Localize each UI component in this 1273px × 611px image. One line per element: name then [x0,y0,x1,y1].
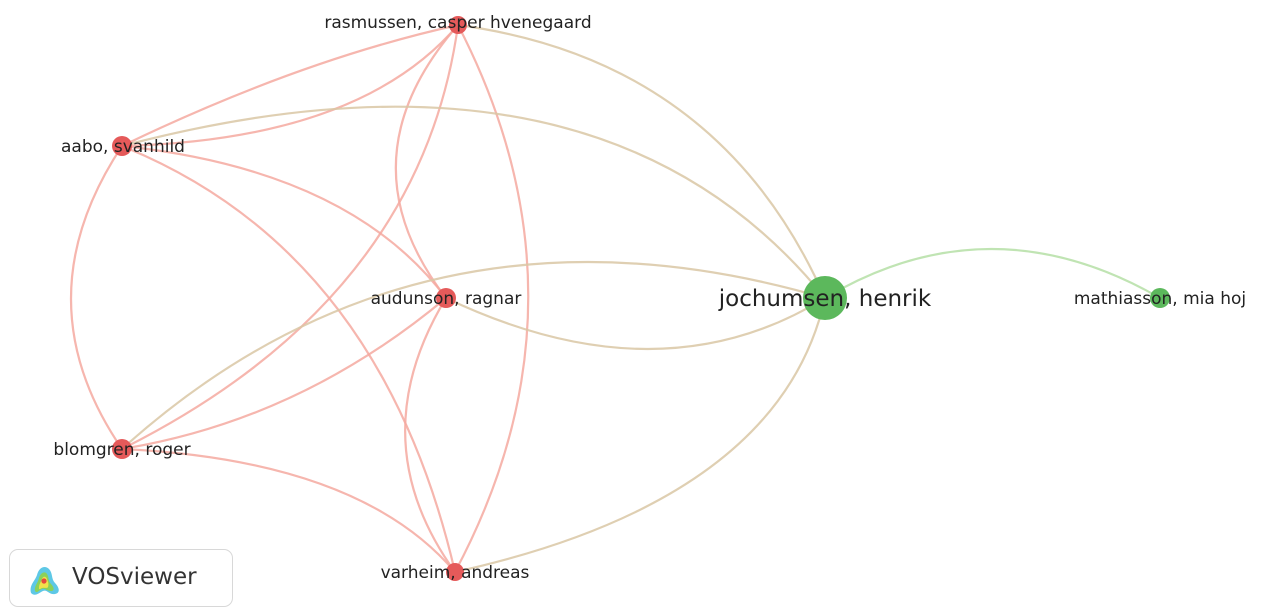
label-mathiasson: mathiasson, mia hoj [1074,289,1246,309]
edge-blomgren-jochumsen [121,260,826,450]
nodes [112,16,1170,581]
label-varheim: varheim, andreas [381,563,530,583]
edge-varheim-jochumsen [454,297,827,574]
edge-rasmussen-jochumsen [457,23,827,299]
edge-rasmussen-audunson [394,24,459,299]
node-varheim[interactable] [446,563,464,581]
label-blomgren: blomgren, roger [53,440,190,460]
edge-rasmussen-aabo [121,23,459,147]
node-rasmussen[interactable] [449,16,467,34]
edge-jochumsen-mathiasson [824,247,1161,299]
node-audunson[interactable] [436,288,456,308]
edge-audunson-jochumsen [445,297,826,350]
edge-rasmussen-blomgren [121,24,460,450]
node-jochumsen[interactable] [803,276,847,320]
edge-rasmussen-aabo-2 [121,24,459,148]
edges [70,23,1161,574]
edge-aabo-blomgren [70,145,123,450]
edge-rasmussen-varheim [454,24,530,573]
label-rasmussen: rasmussen, casper hvenegaard [324,13,591,33]
edge-blomgren-varheim [121,447,456,573]
vosviewer-logo-icon [30,567,59,595]
vosviewer-logo-badge[interactable]: VOSviewer [9,549,233,607]
edge-aabo-jochumsen [121,105,826,299]
vosviewer-logo-text: VOSviewer [72,564,197,590]
node-aabo[interactable] [112,136,132,156]
edge-audunson-blomgren [121,297,447,451]
label-aabo: aabo, svanhild [61,137,185,157]
label-jochumsen: jochumsen, henrik [718,286,932,312]
labels: rasmussen, casper hvenegaard aabo, svanh… [53,13,1246,583]
edge-aabo-varheim [121,144,457,573]
edge-audunson-varheim [404,297,456,573]
edge-aabo-audunson [121,144,447,299]
node-mathiasson[interactable] [1150,288,1170,308]
label-audunson: audunson, ragnar [371,289,522,309]
node-blomgren[interactable] [112,439,132,459]
